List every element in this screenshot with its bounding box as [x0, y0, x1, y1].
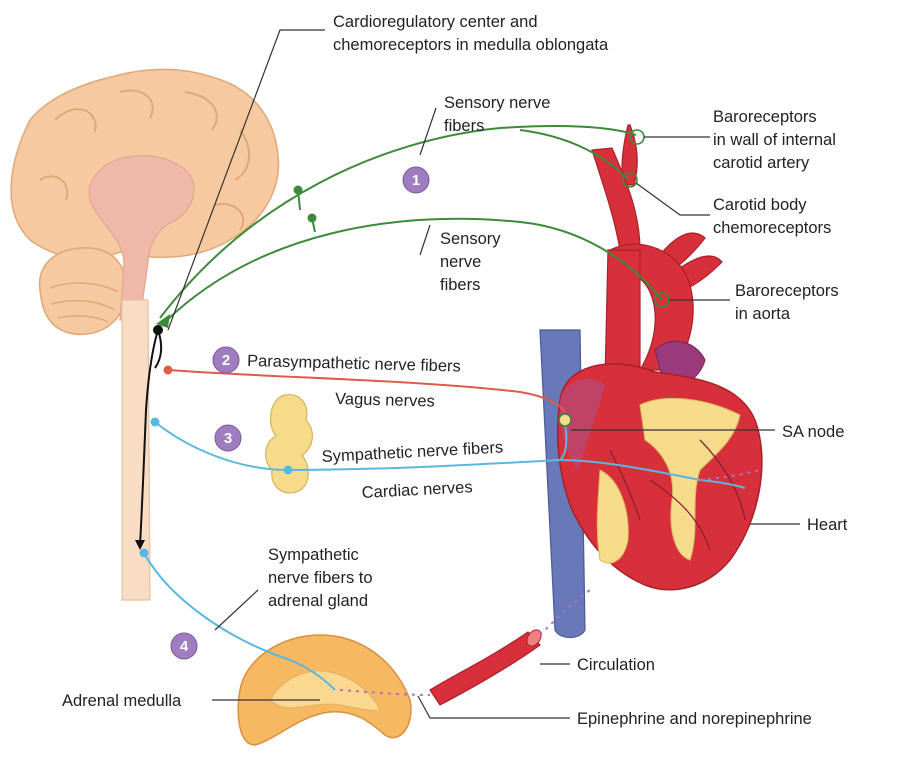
label-circulation: Circulation — [577, 656, 655, 674]
adrenal-nerve-origin-dot — [139, 548, 149, 558]
label-vagus: Vagus nerves — [335, 390, 435, 411]
label-carotid-body-2: chemoreceptors — [713, 219, 831, 237]
label-cardioregulatory-1: Cardioregulatory center and — [333, 13, 538, 31]
label-baro-carotid-2: in wall of internal — [713, 131, 836, 149]
label-cardiac: Cardiac nerves — [361, 478, 473, 502]
sympathetic-ganglion-dot — [283, 465, 293, 475]
sensory-ganglion-dot-2 — [307, 213, 317, 223]
badge-2: 2 — [212, 346, 240, 374]
label-sensory-top-1: Sensory nerve — [444, 94, 550, 112]
label-heart: Heart — [807, 516, 848, 534]
hormone-release-path — [339, 469, 761, 696]
label-sensory-top-2: fibers — [444, 117, 484, 135]
parasympathetic-nerve-fibers — [167, 369, 566, 413]
badge-3: 3 — [214, 424, 242, 452]
svg-text:1: 1 — [412, 172, 420, 189]
label-sensory-mid-2: nerve — [440, 253, 481, 271]
circulation-vessel — [429, 629, 542, 706]
label-parasympathetic: Parasympathetic nerve fibers — [247, 352, 461, 376]
adrenal-gland — [237, 634, 412, 746]
sympathetic-origin-dot — [150, 417, 160, 427]
label-baro-carotid-3: carotid artery — [713, 154, 810, 172]
badge-1: 1 — [402, 166, 430, 194]
svg-text:4: 4 — [180, 638, 189, 655]
sa-node-marker — [558, 413, 572, 427]
label-sympathetic: Sympathetic nerve fibers — [321, 439, 503, 466]
parasympathetic-origin-dot — [163, 365, 173, 375]
cardioregulatory-center-dot — [153, 325, 163, 335]
sympathetic-adrenal-fibers — [143, 552, 336, 691]
leader-lines — [167, 29, 800, 719]
label-sensory-mid-1: Sensory — [440, 230, 501, 248]
heart — [539, 329, 763, 639]
svg-text:3: 3 — [224, 430, 232, 447]
label-cardioregulatory-2: chemoreceptors in medulla oblongata — [333, 36, 609, 54]
sensory-arrowhead — [156, 314, 170, 328]
sympathetic-ganglion — [265, 393, 313, 494]
label-baro-aorta-2: in aorta — [735, 305, 791, 323]
svg-text:2: 2 — [222, 352, 230, 369]
label-epinephrine: Epinephrine and norepinephrine — [577, 710, 812, 728]
label-baro-aorta-1: Baroreceptors — [735, 282, 839, 300]
label-sensory-mid-3: fibers — [440, 276, 480, 294]
sensory-nerve-fibers — [159, 125, 663, 323]
label-carotid-body-1: Carotid body — [713, 196, 807, 214]
label-symp-adrenal-1: Sympathetic — [268, 546, 359, 564]
carotid-body-marker — [622, 172, 638, 188]
brain — [10, 68, 280, 601]
aorta-and-carotid — [591, 124, 723, 381]
label-symp-adrenal-2: nerve fibers to — [268, 569, 373, 587]
sensory-ganglion-dot-1 — [293, 185, 303, 195]
label-baro-carotid-1: Baroreceptors — [713, 108, 817, 126]
label-adrenal-medulla: Adrenal medulla — [62, 692, 182, 710]
badge-4: 4 — [170, 632, 198, 660]
label-symp-adrenal-3: adrenal gland — [268, 592, 368, 610]
descending-arrowhead — [135, 540, 145, 550]
label-sa-node: SA node — [782, 423, 844, 441]
sympathetic-nerve-fibers — [154, 421, 746, 489]
